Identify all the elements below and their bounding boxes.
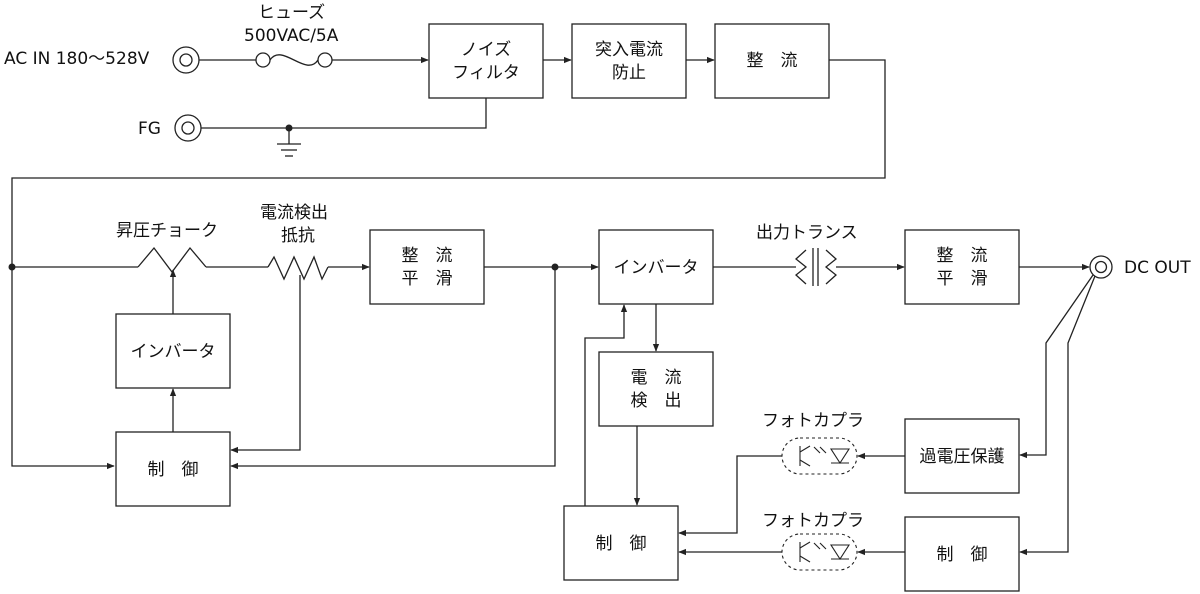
photocoupler-1-icon — [781, 437, 858, 475]
wire-resistor-feedback — [230, 275, 301, 454]
boost-choke-symbol — [12, 246, 268, 274]
inrush-prevention-block: 突入電流 防止 — [571, 23, 687, 99]
resistor-symbol — [267, 255, 329, 281]
current-detect-line1: 電 流 — [631, 368, 682, 388]
inrush-line2: 防止 — [612, 63, 646, 83]
inverter-main-label: インバータ — [614, 258, 699, 278]
wire-control-to-inverter-main — [584, 304, 628, 506]
noise-filter-line1: ノイズ — [461, 40, 512, 60]
dc-output-terminal — [1089, 255, 1113, 279]
rectifier-block: 整 流 — [714, 23, 830, 99]
fuse-symbol — [199, 52, 333, 68]
transformer-symbol — [713, 248, 838, 286]
fg-label: FG — [138, 119, 161, 139]
rectify-smooth-block-1: 整 流 平 滑 — [369, 229, 485, 305]
rectify-smooth-block-2: 整 流 平 滑 — [904, 229, 1020, 305]
ground-icon — [277, 128, 301, 157]
rectify-smooth-2-line1: 整 流 — [937, 246, 988, 266]
overvoltage-protection-block: 過電圧保護 — [904, 418, 1020, 494]
control-main-block: 制 御 — [563, 505, 679, 581]
photocoupler-2-icon — [781, 533, 858, 571]
control-output-label: 制 御 — [937, 545, 988, 565]
noise-filter-block: ノイズ フィルタ — [428, 23, 544, 99]
current-sense-resistor-label-1: 電流検出 — [260, 203, 328, 223]
output-transformer-label: 出力トランス — [756, 223, 858, 243]
inverter-pfc-block: インバータ — [115, 313, 231, 389]
photocoupler-2-label: フォトカプラ — [762, 511, 864, 531]
current-sense-resistor-label-2: 抵抗 — [281, 226, 315, 246]
ac-input-label: AC IN 180～528V — [4, 49, 150, 69]
wire-photocoupler1-to-control — [678, 455, 782, 537]
current-detect-block: 電 流 検 出 — [598, 351, 714, 427]
wire-fg-to-filter — [201, 98, 487, 129]
overvoltage-protection-label: 過電圧保護 — [920, 447, 1005, 467]
wire-dc-to-overvoltage — [1019, 274, 1094, 459]
inverter-main-block: インバータ — [598, 229, 714, 305]
control-main-label: 制 御 — [596, 534, 647, 554]
wire-dc-to-control-output — [1019, 275, 1096, 556]
wire-rectifier-loop — [11, 59, 886, 470]
rectify-smooth-1-line2: 平 滑 — [402, 269, 453, 289]
dc-out-label: DC OUT — [1124, 258, 1191, 278]
rectify-smooth-2-line2: 平 滑 — [937, 269, 988, 289]
photocoupler-1-label: フォトカプラ — [762, 411, 864, 431]
control-pfc-block: 制 御 — [115, 431, 231, 507]
rectifier-label: 整 流 — [747, 51, 798, 71]
fg-terminal — [174, 114, 202, 142]
current-detect-line2: 検 出 — [631, 391, 682, 411]
control-output-block: 制 御 — [904, 516, 1020, 592]
rectify-smooth-1-line1: 整 流 — [402, 246, 453, 266]
noise-filter-line2: フィルタ — [452, 63, 520, 83]
inverter-pfc-label: インバータ — [131, 342, 216, 362]
inrush-line1: 突入電流 — [595, 40, 663, 60]
boost-choke-label: 昇圧チョーク — [116, 221, 218, 241]
fuse-rating: 500VAC/5A — [244, 26, 339, 46]
wire-bus-feedback — [230, 267, 556, 470]
control-pfc-label: 制 御 — [148, 460, 199, 480]
fuse-title: ヒューズ — [258, 3, 325, 23]
ac-input-terminal — [172, 46, 200, 74]
